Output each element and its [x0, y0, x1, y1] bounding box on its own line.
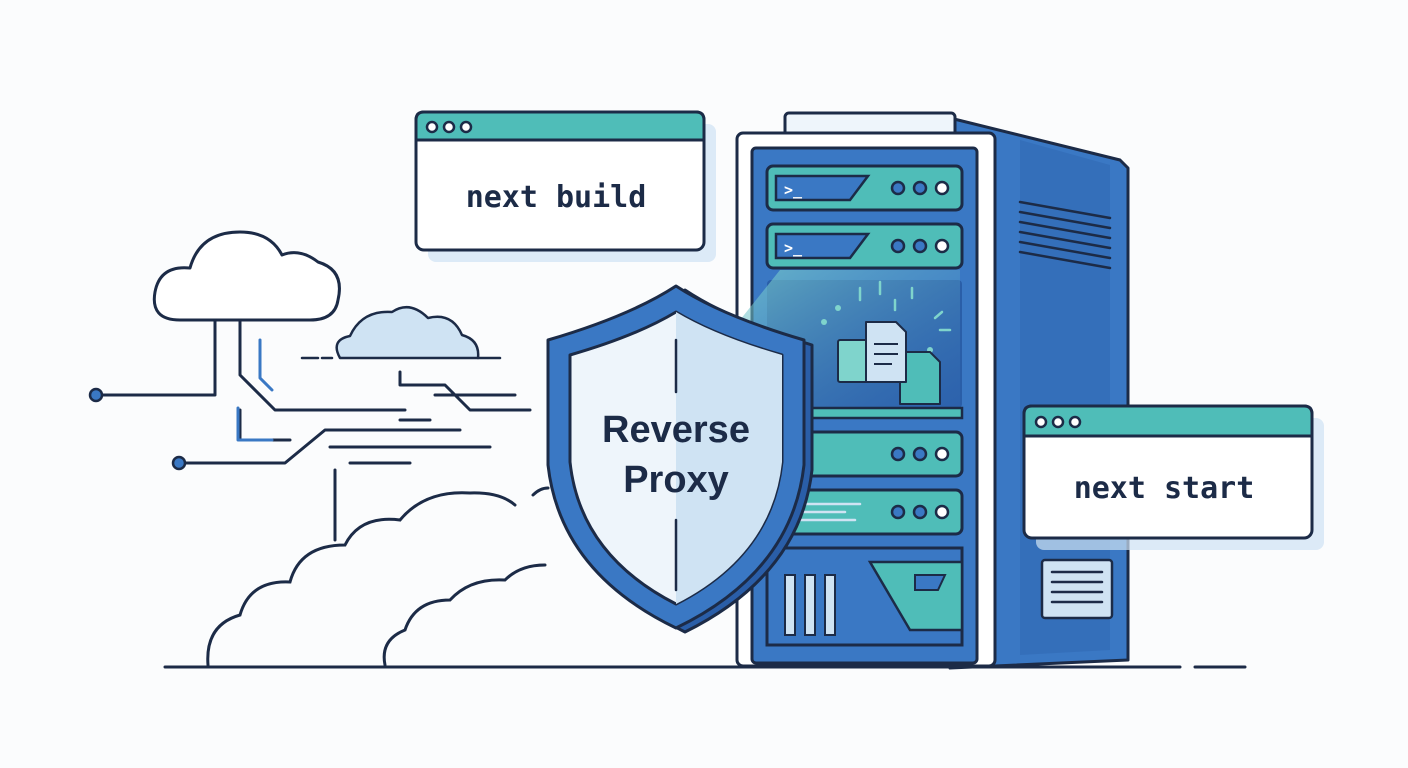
terminal-command-start: next start: [1074, 471, 1255, 506]
window-dot-icon: [1051, 415, 1065, 429]
terminal-command-build: next build: [466, 180, 647, 215]
side-vent: [1018, 200, 1112, 270]
server-unit: >_: [765, 164, 964, 212]
server-unit: [765, 430, 964, 478]
shield-title-line2: Proxy: [623, 459, 729, 501]
window-dot-icon: [1034, 415, 1048, 429]
circuit-nodes: [88, 387, 187, 471]
shield-icon: Reverse Proxy: [546, 284, 814, 634]
server-base-unit: [765, 546, 964, 647]
circuit-accent-lines: [236, 338, 274, 442]
window-dot-icon: [1068, 415, 1082, 429]
server-unit: [765, 488, 964, 536]
cloud-outline-swoosh: [206, 486, 550, 667]
window-dot-icon: [459, 120, 473, 134]
cloud-icon: [152, 230, 341, 322]
small-cloud-icon: [300, 305, 502, 360]
side-vent-lower: [1040, 558, 1114, 620]
terminal-window-start: next start: [1022, 404, 1324, 550]
terminal-window-build: next build: [414, 110, 716, 262]
data-particles: [858, 280, 952, 332]
document-icon: [837, 321, 941, 405]
server-unit: >_: [765, 222, 964, 270]
window-dot-icon: [425, 120, 439, 134]
shield-title-line1: Reverse: [602, 409, 750, 451]
window-dot-icon: [442, 120, 456, 134]
prompt-icon: >_: [784, 239, 803, 257]
prompt-icon: >_: [784, 181, 803, 199]
